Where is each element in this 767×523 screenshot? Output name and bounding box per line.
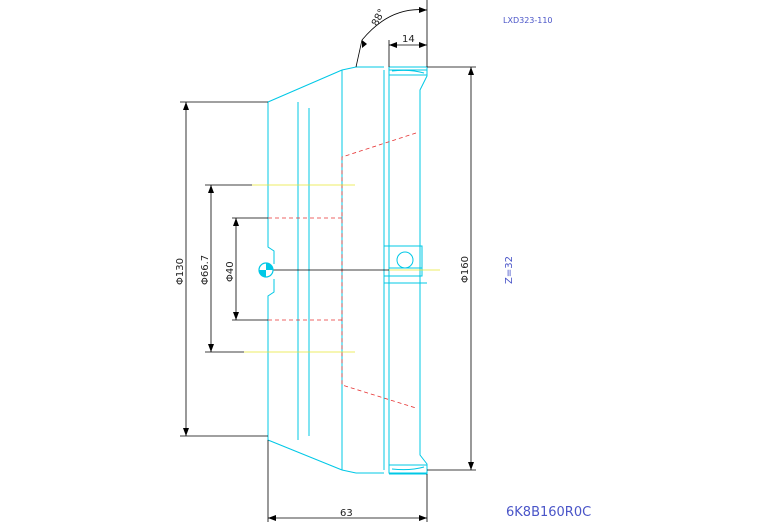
diameter-130: Φ130 [175, 258, 186, 285]
width-dimension: 14 [402, 34, 415, 45]
part-number: 6K8B160R0C [506, 505, 591, 520]
diameter-66-7: Φ66.7 [200, 255, 211, 285]
dimension-lines [180, 0, 476, 522]
drawing-code: LXD323-110 [503, 16, 553, 25]
center-mark-icon [258, 262, 274, 278]
hidden-lines [268, 132, 417, 409]
diameter-40: Φ40 [225, 261, 236, 282]
center-lines [244, 184, 440, 353]
part-outline [267, 66, 428, 475]
angle-label: 88° [370, 7, 388, 28]
teeth-count: Z=32 [504, 256, 515, 284]
dimension-arrows [183, 7, 474, 521]
length-dimension: 63 [340, 508, 353, 519]
diameter-160: Φ160 [460, 256, 471, 283]
